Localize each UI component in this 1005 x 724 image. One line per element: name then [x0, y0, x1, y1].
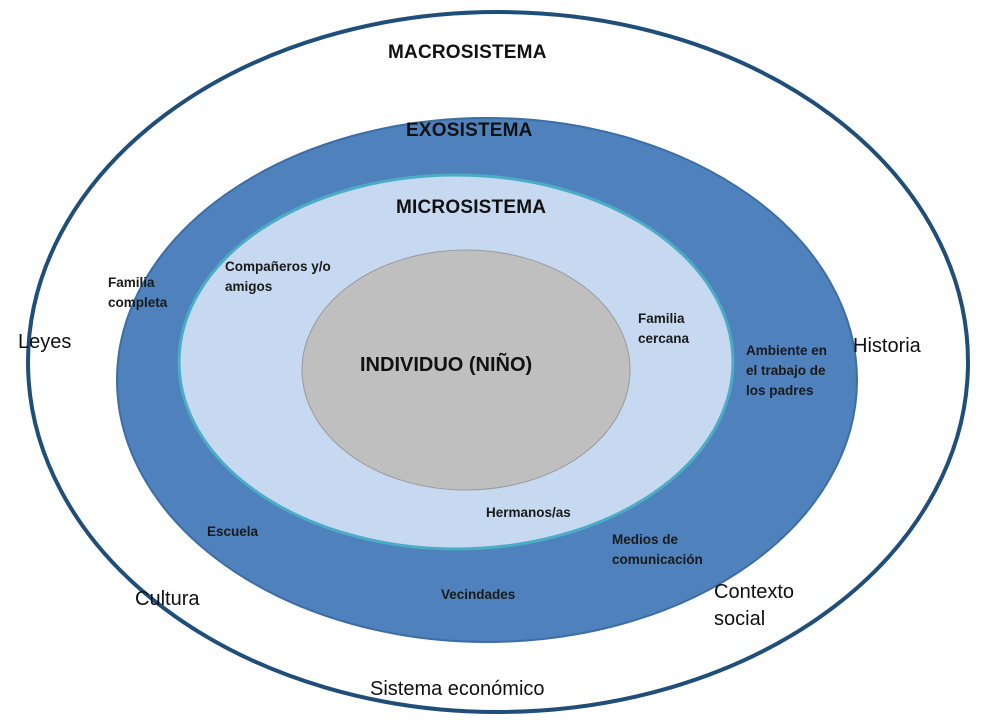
- macro-item-historia: Historia: [853, 335, 921, 357]
- exo-item-medios-comunicacion: Medios de comunicación: [612, 532, 703, 567]
- micro-item-companeros-amigos: Compañeros y/o amigos: [225, 259, 331, 294]
- micro-item-hermanos: Hermanos/as: [486, 505, 571, 520]
- exosystem-title: EXOSISTEMA: [406, 120, 533, 141]
- micro-item-familia-cercana: Familia cercana: [638, 311, 690, 346]
- macro-item-leyes: Leyes: [18, 331, 72, 353]
- exo-item-ambiente-trabajo-padres: Ambiente en el trabajo de los padres: [746, 343, 828, 398]
- exo-item-vecindades: Vecindades: [441, 587, 516, 602]
- exo-item-escuela: Escuela: [207, 524, 259, 539]
- macro-item-contexto-social: Contexto social: [714, 581, 795, 630]
- macrosystem-title: MACROSISTEMA: [388, 42, 547, 63]
- exo-item-familia-completa: Familia completa: [108, 275, 168, 310]
- individual-core: [301, 249, 631, 491]
- macro-item-cultura: Cultura: [135, 588, 200, 610]
- macro-item-sistema-economico: Sistema económico: [370, 678, 545, 700]
- individual-title: INDIVIDUO (NIÑO): [360, 354, 533, 376]
- microsystem-title: MICROSISTEMA: [396, 197, 547, 218]
